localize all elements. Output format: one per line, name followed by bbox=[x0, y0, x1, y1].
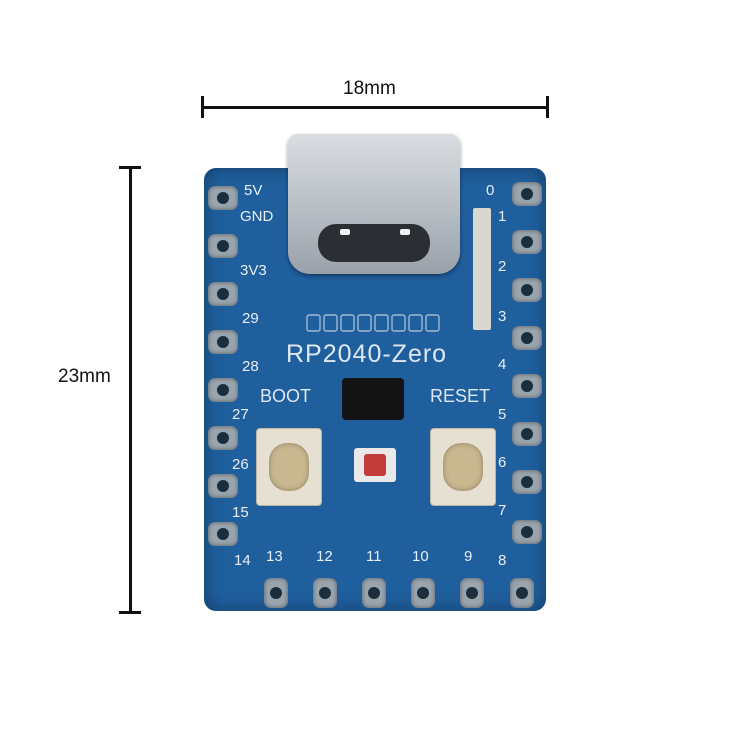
pin-label-4: 4 bbox=[498, 356, 507, 373]
pad-right-2 bbox=[512, 230, 542, 254]
pad-bottom-3 bbox=[362, 578, 386, 608]
usb-c-connector bbox=[288, 134, 460, 274]
pin-label-8: 8 bbox=[498, 552, 507, 569]
boot-button-cap bbox=[269, 443, 309, 491]
pad-bottom-4 bbox=[411, 578, 435, 608]
pad-left-4 bbox=[208, 330, 238, 354]
reset-button-cap bbox=[443, 443, 483, 491]
pin-label-7: 7 bbox=[498, 502, 507, 519]
test-pad-row bbox=[306, 314, 440, 332]
pad-right-4 bbox=[512, 326, 542, 350]
height-dimension-tick-top bbox=[119, 166, 141, 169]
pad-left-8 bbox=[208, 522, 238, 546]
pad-left-5 bbox=[208, 378, 238, 402]
pin-label-15: 15 bbox=[232, 504, 249, 521]
pad-bottom-2 bbox=[313, 578, 337, 608]
usb-c-slot-left bbox=[340, 229, 350, 235]
pin-label-6: 6 bbox=[498, 454, 507, 471]
pad-left-7 bbox=[208, 474, 238, 498]
height-dimension-tick-bottom bbox=[119, 611, 141, 614]
width-dimension-tick-left bbox=[201, 96, 204, 118]
pin-label-9: 9 bbox=[464, 548, 473, 565]
pin-label-2: 2 bbox=[498, 258, 507, 275]
pad-bottom-6 bbox=[510, 578, 534, 608]
pin-label-29: 29 bbox=[242, 310, 259, 327]
usb-c-port-opening bbox=[318, 224, 430, 262]
usb-c-slot-right bbox=[400, 229, 410, 235]
pin-label-12: 12 bbox=[316, 548, 333, 565]
pad-left-6 bbox=[208, 426, 238, 450]
pin-label-gnd: GND bbox=[240, 208, 274, 225]
pad-left-3 bbox=[208, 282, 238, 306]
side-component-strip bbox=[473, 208, 491, 330]
pin-label-11: 11 bbox=[366, 548, 382, 565]
pad-bottom-5 bbox=[460, 578, 484, 608]
pad-right-3 bbox=[512, 278, 542, 302]
boot-label: BOOT bbox=[260, 386, 312, 406]
width-dimension-line bbox=[202, 106, 548, 109]
pad-right-5 bbox=[512, 374, 542, 398]
pad-right-6 bbox=[512, 422, 542, 446]
rgb-led bbox=[354, 448, 396, 482]
pin-label-28: 28 bbox=[242, 358, 259, 375]
pin-label-13: 13 bbox=[266, 548, 283, 565]
height-dimension-label: 23mm bbox=[58, 366, 111, 387]
pin-label-10: 10 bbox=[412, 548, 429, 565]
flash-chip bbox=[342, 378, 404, 420]
pad-bottom-1 bbox=[264, 578, 288, 608]
reset-button bbox=[430, 428, 496, 506]
boot-button bbox=[256, 428, 322, 506]
pad-left-1 bbox=[208, 186, 238, 210]
pad-left-2 bbox=[208, 234, 238, 258]
pin-label-14: 14 bbox=[234, 552, 251, 569]
width-dimension-label: 18mm bbox=[343, 78, 396, 99]
pin-label-27: 27 bbox=[232, 406, 249, 423]
pin-label-3: 3 bbox=[498, 308, 507, 325]
pad-right-1 bbox=[512, 182, 542, 206]
pin-label-5v: 5V bbox=[244, 182, 263, 199]
pin-label-3v3: 3V3 bbox=[240, 262, 267, 279]
pad-right-7 bbox=[512, 470, 542, 494]
pin-label-0: 0 bbox=[486, 182, 495, 199]
pin-label-5: 5 bbox=[498, 406, 507, 423]
rgb-led-die bbox=[364, 454, 386, 476]
board-name-silkscreen: RP2040-Zero bbox=[286, 340, 448, 368]
width-dimension-tick-right bbox=[546, 96, 549, 118]
reset-label: RESET bbox=[430, 386, 491, 406]
pad-right-8 bbox=[512, 520, 542, 544]
pin-label-26: 26 bbox=[232, 456, 249, 473]
height-dimension-line bbox=[129, 168, 132, 612]
pin-label-1: 1 bbox=[498, 208, 507, 225]
